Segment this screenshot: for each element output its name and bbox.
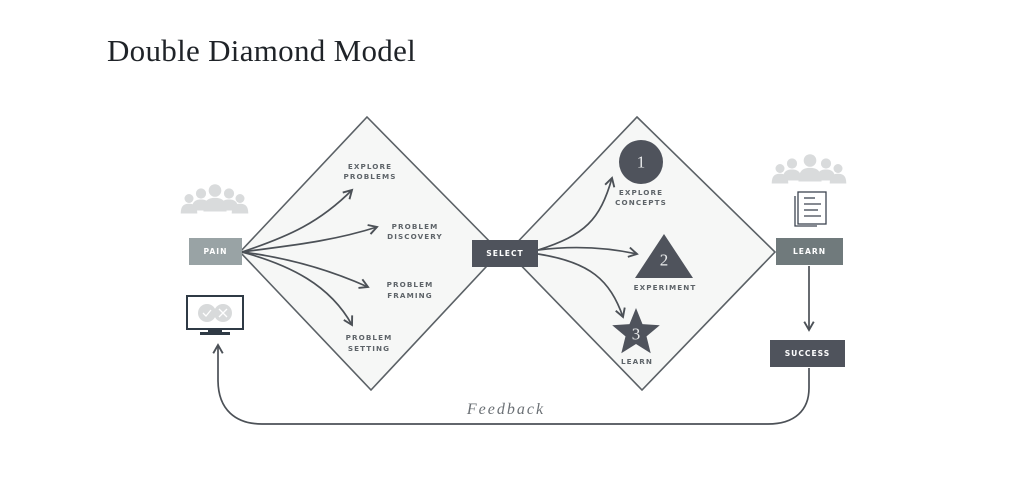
arrow-experiment <box>537 246 639 258</box>
pain-node[interactable]: PAIN <box>189 238 242 265</box>
number-1: 1 <box>637 153 646 172</box>
arrow-explore-problems <box>241 188 354 253</box>
arrow-problem-framing <box>241 251 370 289</box>
learn-star-3: 3 <box>612 308 660 354</box>
feedback-label: Feedback <box>466 401 545 418</box>
label-explore-problems-1: EXPLORE <box>348 162 392 171</box>
select-label: SELECT <box>486 249 523 258</box>
label-problem-setting-2: SETTING <box>348 344 390 353</box>
label-problem-discovery-2: DISCOVERY <box>387 232 443 241</box>
success-label: SUCCESS <box>785 349 831 358</box>
label-learn: LEARN <box>621 357 653 366</box>
arrow-learn <box>537 253 626 319</box>
arrow-problem-discovery <box>241 224 379 253</box>
learn-node[interactable]: LEARN <box>776 238 843 265</box>
left-diamond <box>238 115 502 392</box>
users-group-icon-left <box>180 184 249 214</box>
arrow-problem-setting <box>241 251 354 327</box>
arrow-explore-concepts <box>537 176 616 251</box>
right-diamond <box>506 115 777 392</box>
page-title: Double Diamond Model <box>107 33 417 68</box>
left-arrows <box>241 188 379 327</box>
number-3: 3 <box>632 325 641 344</box>
label-explore-concepts-1: EXPLORE <box>619 188 663 197</box>
monitor-check-x-icon <box>186 295 244 335</box>
concept-circle-1: 1 <box>619 140 663 184</box>
pain-label: PAIN <box>204 247 228 256</box>
label-experiment: EXPERIMENT <box>634 283 697 292</box>
feedback-loop-arrow <box>212 343 810 425</box>
learn-label: LEARN <box>793 247 826 256</box>
label-problem-framing-2: FRAMING <box>387 291 432 300</box>
label-explore-problems-2: PROBLEMS <box>343 172 396 181</box>
label-explore-concepts-2: CONCEPTS <box>615 198 667 207</box>
label-problem-setting-1: PROBLEM <box>346 333 393 342</box>
label-problem-discovery-1: PROBLEM <box>392 222 439 231</box>
success-node[interactable]: SUCCESS <box>770 340 845 367</box>
document-icon <box>794 191 827 227</box>
left-diamond-labels: EXPLORE PROBLEMS PROBLEM DISCOVERY PROBL… <box>343 162 443 353</box>
right-arrows <box>537 176 639 319</box>
number-2: 2 <box>660 251 669 270</box>
select-node[interactable]: SELECT <box>472 240 538 267</box>
experiment-triangle-2: 2 <box>635 234 693 278</box>
users-group-icon-right <box>771 154 847 184</box>
label-problem-framing-1: PROBLEM <box>387 280 434 289</box>
